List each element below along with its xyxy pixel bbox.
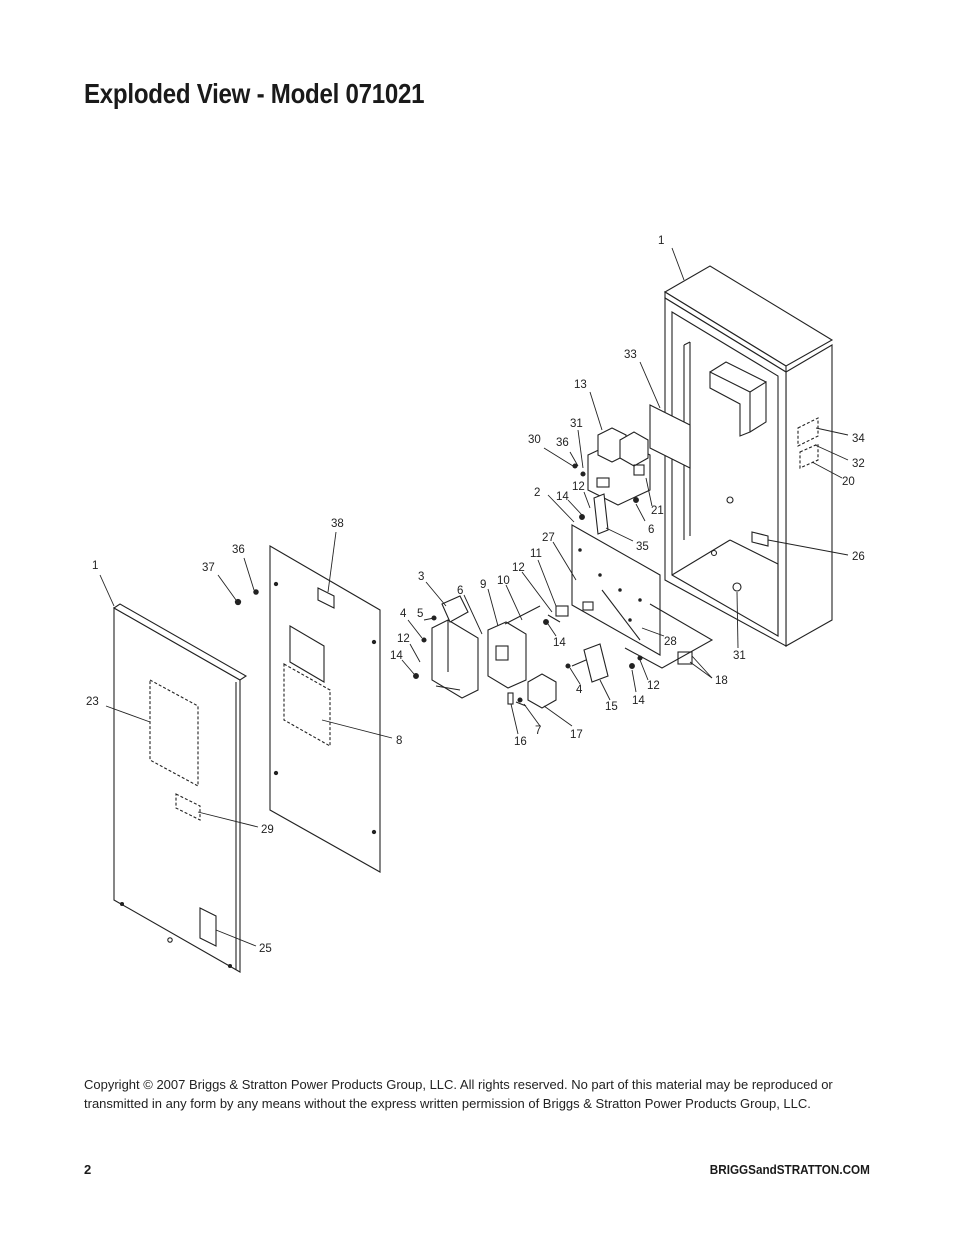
callout-21: 21 <box>651 505 664 517</box>
callout-10: 10 <box>497 575 510 587</box>
callout-8: 8 <box>396 735 402 747</box>
callout-25: 25 <box>259 943 272 955</box>
callout-34: 34 <box>852 433 865 445</box>
callout-6-left: 6 <box>457 585 463 597</box>
callout-16: 16 <box>514 736 527 748</box>
callout-20: 20 <box>842 476 855 488</box>
website-footer: BRIGGSandSTRATTON.COM <box>709 1162 870 1177</box>
callout-6-right: 6 <box>648 524 654 536</box>
breaker-9 <box>487 605 541 689</box>
callout-12-top: 12 <box>572 481 585 493</box>
outer-door <box>112 603 248 973</box>
backplate <box>571 524 714 669</box>
callout-27: 27 <box>542 532 555 544</box>
callout-14-lower: 14 <box>632 695 645 707</box>
callout-38: 38 <box>331 518 344 530</box>
callout-31-top: 31 <box>570 418 583 430</box>
callout-37: 37 <box>202 562 215 574</box>
callout-23: 23 <box>86 696 99 708</box>
panel-33 <box>649 404 691 469</box>
callout-12-lower: 12 <box>647 680 660 692</box>
callout-11: 11 <box>530 548 542 560</box>
callout-17: 17 <box>570 729 583 741</box>
callout-28: 28 <box>664 636 677 648</box>
callout-5: 5 <box>417 608 423 620</box>
bracket-35 <box>593 493 609 535</box>
page-number: 2 <box>84 1162 92 1177</box>
callout-35: 35 <box>636 541 649 553</box>
callout-2: 2 <box>534 487 540 499</box>
page-title: Exploded View - Model 071021 <box>84 78 425 109</box>
callout-3: 3 <box>418 571 424 583</box>
callout-1-enclosure: 1 <box>658 235 664 247</box>
contactor-13 <box>587 427 651 506</box>
terminal-block-17 <box>507 673 557 709</box>
relay-15 <box>571 643 609 683</box>
callout-4-mid: 4 <box>576 684 583 696</box>
callout-9: 9 <box>480 579 486 591</box>
callout-1-door: 1 <box>92 560 98 572</box>
callout-12-mid: 12 <box>512 562 525 574</box>
callout-30: 30 <box>528 434 541 446</box>
copyright-notice: Copyright © 2007 Briggs & Stratton Power… <box>84 1077 833 1111</box>
terminal-18 <box>677 651 693 665</box>
terminal-11 <box>547 605 569 623</box>
callout-14-mid: 14 <box>553 637 566 649</box>
callout-32: 32 <box>852 458 865 470</box>
callout-14-left: 14 <box>390 650 403 662</box>
enclosure-box <box>663 265 834 647</box>
callout-18: 18 <box>715 675 728 687</box>
callout-labels: 1 33 13 31 30 36 12 2 14 21 6 35 34 32 2… <box>86 235 865 955</box>
callout-12-left: 12 <box>397 633 410 645</box>
callout-26: 26 <box>852 551 865 563</box>
dead-front-panel <box>269 545 381 873</box>
callout-15: 15 <box>605 701 618 713</box>
callout-4-left: 4 <box>400 608 407 620</box>
callout-36-top: 36 <box>556 437 569 449</box>
callout-7: 7 <box>535 725 541 737</box>
callout-36-left: 36 <box>232 544 245 556</box>
callout-33: 33 <box>624 349 637 361</box>
callout-29: 29 <box>261 824 274 836</box>
hardware <box>234 463 643 703</box>
callout-13: 13 <box>574 379 587 391</box>
callout-14-top: 14 <box>556 491 569 503</box>
callout-31-bottom: 31 <box>733 650 746 662</box>
breaker-3 <box>431 595 479 699</box>
